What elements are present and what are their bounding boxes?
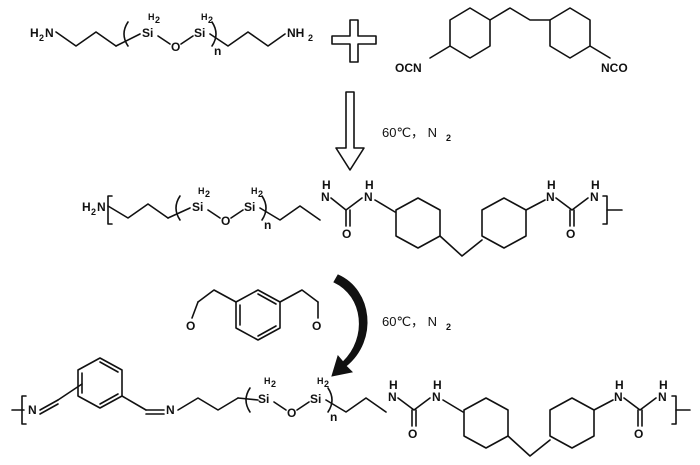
repeat-n-label: n (214, 44, 221, 58)
svg-text:N: N (364, 190, 373, 204)
nh2-label-sub: 2 (308, 33, 313, 43)
svg-text:H: H (615, 378, 624, 392)
svg-text:H: H (365, 178, 374, 192)
reaction-arrow-1 (335, 91, 365, 171)
svg-text:N: N (590, 190, 599, 204)
plus-icon (331, 19, 377, 63)
svg-text:N: N (388, 390, 397, 404)
svg-text:2: 2 (446, 322, 451, 332)
svg-text:O: O (634, 427, 643, 441)
nco-label: NCO (601, 61, 628, 75)
nh2-label: NH (287, 26, 304, 40)
step1-condition: 60℃， N 2 (382, 125, 451, 143)
svg-text:2: 2 (205, 189, 210, 199)
si1-label: Si (142, 26, 153, 40)
svg-text:H: H (198, 186, 205, 196)
svg-text:N: N (658, 390, 667, 404)
svg-text:2: 2 (91, 207, 96, 217)
h2n-label-h: H (30, 26, 39, 40)
svg-text:H: H (317, 376, 324, 386)
svg-text:O: O (312, 319, 321, 333)
svg-text:H: H (264, 376, 271, 386)
isophthalaldehyde-reagent: O O (186, 289, 321, 341)
step2-condition: 60℃， N 2 (382, 314, 451, 332)
svg-text:N: N (614, 390, 623, 404)
svg-text:H: H (389, 378, 398, 392)
prepolymer-product: H 2 N H 2 Si O H 2 Si n N H O N H N H (82, 178, 623, 257)
si1-h-sub: 2 (155, 15, 160, 25)
svg-text:H: H (322, 178, 331, 192)
svg-text:H: H (547, 178, 556, 192)
svg-text:O: O (186, 319, 195, 333)
o-label: O (171, 40, 180, 54)
svg-text:Si: Si (310, 392, 321, 406)
svg-text:2: 2 (324, 379, 329, 389)
svg-text:N: N (321, 190, 330, 204)
svg-text:N: N (28, 403, 37, 417)
svg-text:2: 2 (271, 379, 276, 389)
svg-text:H: H (82, 200, 91, 214)
svg-text:Si: Si (192, 200, 203, 214)
svg-text:O: O (342, 227, 351, 241)
svg-text:n: n (264, 218, 271, 232)
diisocyanate-reactant: OCN NCO (395, 7, 628, 75)
svg-text:2: 2 (258, 189, 263, 199)
si2-h-sub: 2 (208, 15, 213, 25)
svg-text:60℃， N: 60℃， N (382, 125, 437, 140)
svg-text:n: n (330, 410, 337, 424)
svg-text:N: N (432, 390, 441, 404)
svg-text:O: O (408, 427, 417, 441)
svg-text:N: N (166, 403, 175, 417)
svg-text:O: O (287, 406, 296, 420)
svg-text:N: N (97, 200, 106, 214)
ocn-label: OCN (395, 61, 422, 75)
svg-text:Si: Si (244, 200, 255, 214)
svg-text:H: H (591, 178, 600, 192)
si2-label: Si (194, 26, 205, 40)
svg-text:2: 2 (446, 133, 451, 143)
diamine-reactant: H 2 N H 2 Si O H 2 Si n NH 2 (30, 12, 313, 58)
h2n-label-sub: 2 (39, 33, 44, 43)
svg-text:O: O (566, 227, 575, 241)
svg-text:O: O (221, 214, 230, 228)
svg-text:H: H (433, 378, 442, 392)
svg-text:H: H (659, 378, 668, 392)
svg-text:N: N (546, 190, 555, 204)
si2-h-label: H (201, 12, 208, 22)
svg-text:60℃， N: 60℃， N (382, 314, 437, 329)
reaction-arrow-2 (331, 274, 368, 377)
svg-text:H: H (251, 186, 258, 196)
si1-h-label: H (148, 12, 155, 22)
svg-text:Si: Si (258, 392, 269, 406)
h2n-label-n: N (45, 26, 54, 40)
final-polymer: N N H 2 Si O H 2 Si n N H O N H (11, 357, 691, 457)
